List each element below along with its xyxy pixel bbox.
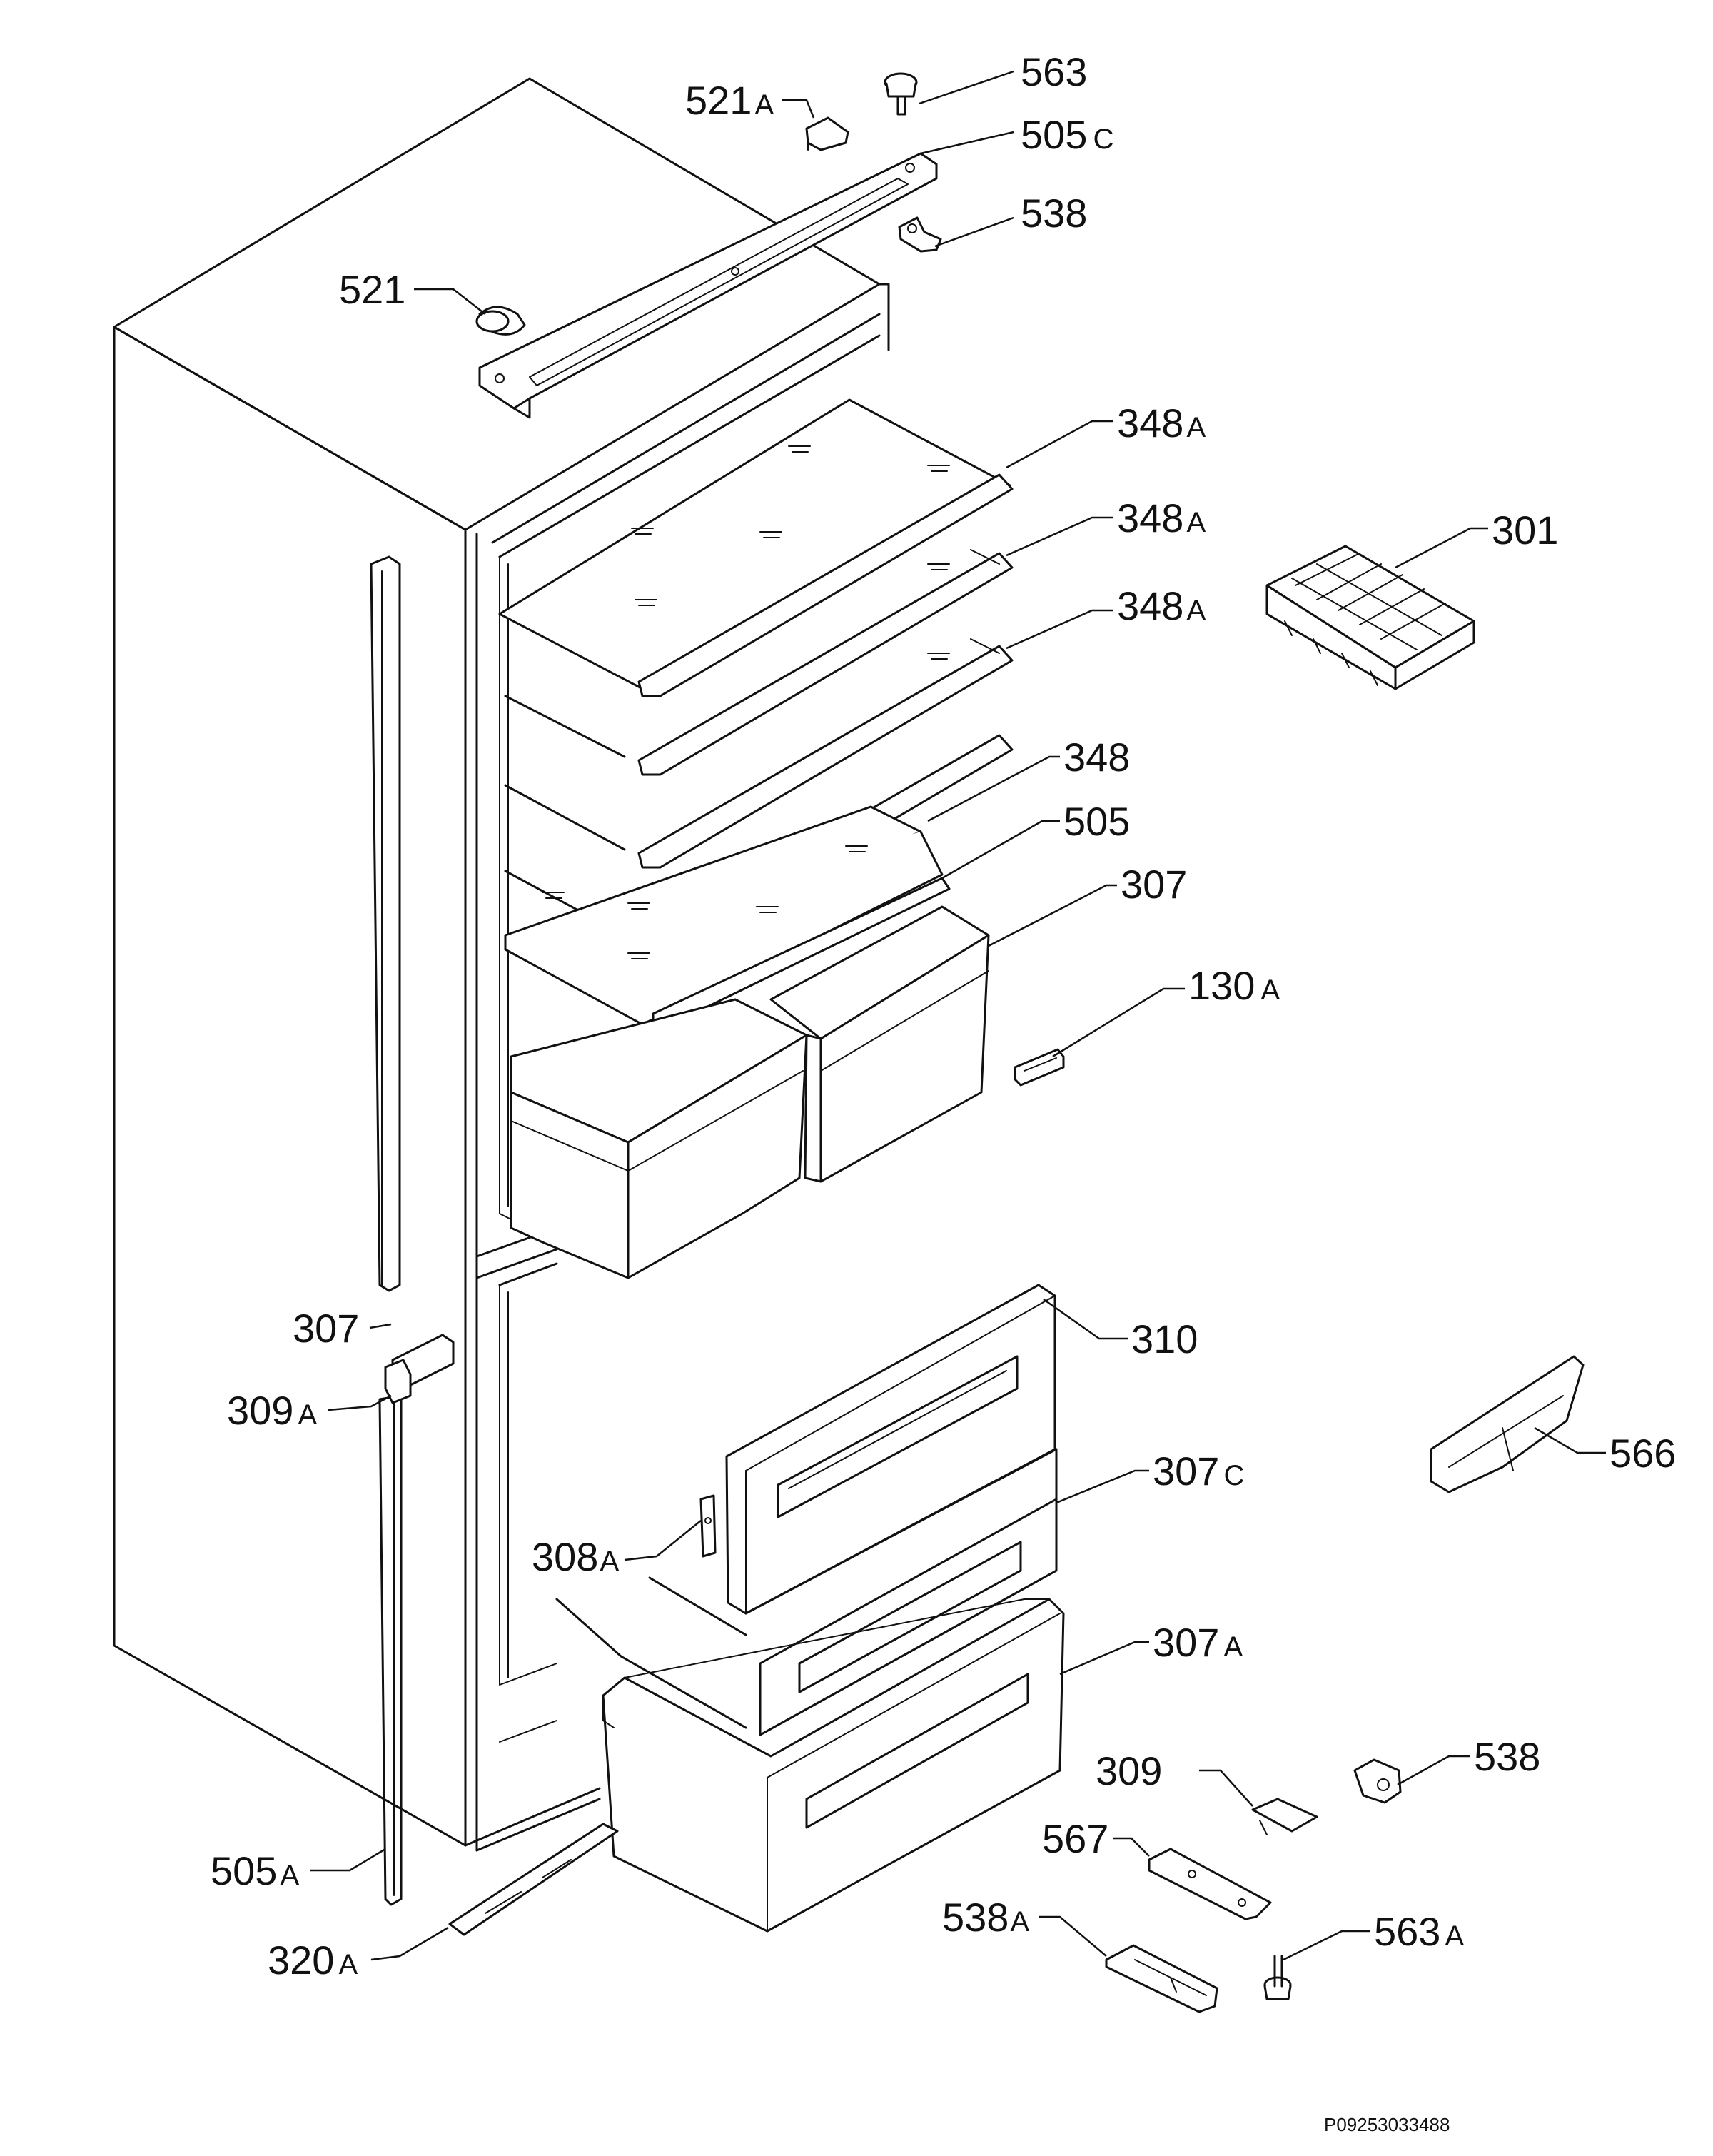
hinge-bracket-538-top	[898, 216, 942, 253]
glass-shelf-348a-lower	[504, 638, 1014, 869]
crisper-bin-307-left	[510, 998, 808, 1279]
label-566: 566	[1610, 1431, 1676, 1476]
label-301: 301	[1492, 508, 1558, 553]
hinge-pin-563	[884, 72, 918, 116]
label-567: 567	[1042, 1816, 1108, 1861]
label-309: 309	[1096, 1748, 1162, 1793]
shelf-glare-marks	[542, 445, 950, 959]
hinge-pin-563a	[1263, 1955, 1292, 2000]
crisper-bin-307-right	[769, 905, 990, 1183]
hinge-plate-567	[1148, 1848, 1272, 1920]
label-307-right: 307	[1121, 862, 1187, 907]
hinge-block-538a	[1105, 1944, 1218, 2013]
label-348: 348	[1063, 735, 1130, 780]
glass-shelf-348a-top	[498, 398, 1014, 697]
freezer-drawer-307a	[602, 1598, 1065, 1933]
glass-shelf-348a-middle	[504, 549, 1014, 776]
top-hinge-rail-505c	[478, 152, 938, 419]
label-308a: 308A	[532, 1534, 619, 1579]
label-538a: 538A	[942, 1895, 1029, 1940]
label-538-top: 538	[1021, 191, 1087, 236]
hinge-bracket-538-bottom	[1353, 1758, 1402, 1804]
handle-566	[1430, 1355, 1585, 1493]
label-310: 310	[1131, 1316, 1198, 1361]
reference-code: P09253033488	[1324, 2114, 1450, 2135]
cover-309	[1251, 1798, 1318, 1835]
label-307-left: 307	[293, 1306, 359, 1351]
clip-309a	[384, 1359, 412, 1404]
clip-308a	[699, 1494, 717, 1558]
hinge-cap-521	[475, 306, 526, 336]
rail-320a	[448, 1823, 619, 1936]
freezer-drawer-307c	[555, 1448, 1058, 1736]
fridge-cabinet	[113, 77, 890, 1852]
label-505: 505	[1063, 799, 1130, 844]
glass-shelf-505	[504, 805, 951, 1029]
leader-lines	[310, 70, 1606, 1961]
label-521: 521	[339, 267, 405, 312]
ice-cube-tray-301	[1265, 545, 1475, 690]
label-538-bottom: 538	[1474, 1734, 1540, 1779]
clip-130a	[1014, 1048, 1065, 1087]
label-563: 563	[1021, 49, 1087, 94]
trim-strip-505a	[370, 555, 403, 1906]
hinge-cap-521a	[805, 116, 849, 151]
